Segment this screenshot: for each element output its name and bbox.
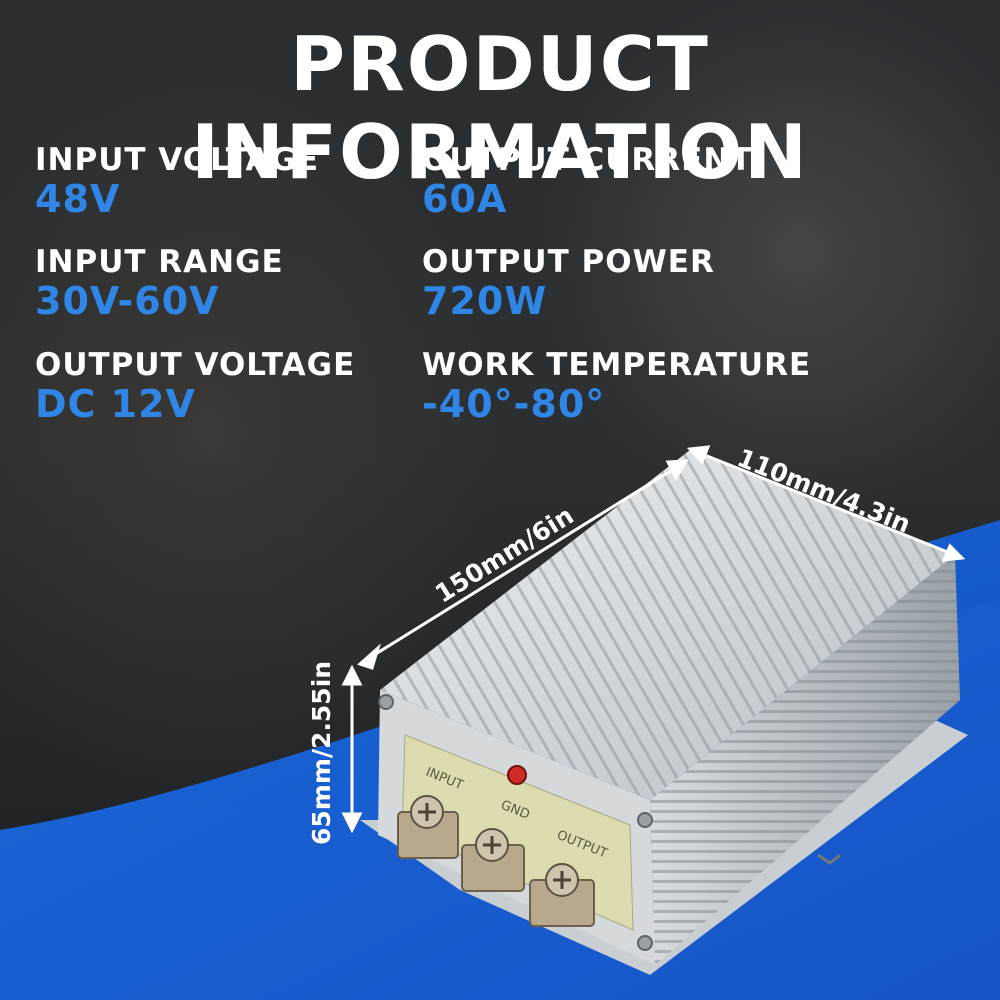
corner-screw bbox=[637, 812, 653, 828]
heatsink-fins bbox=[380, 450, 955, 800]
spec-input-range: INPUT RANGE 30V-60V bbox=[35, 244, 284, 322]
terminal-output bbox=[529, 863, 595, 927]
terminal-gnd bbox=[461, 828, 525, 892]
spec-input-voltage: INPUT VOLTAGE 48V bbox=[35, 142, 319, 220]
page-title: PRODUCT INFORMATION bbox=[191, 20, 809, 196]
terminal-input bbox=[397, 795, 459, 859]
dimension-label-height: 65mm/2.55in bbox=[307, 660, 336, 845]
spec-value: 30V-60V bbox=[35, 279, 220, 323]
mounting-flange bbox=[360, 720, 968, 975]
spec-output-voltage: OUTPUT VOLTAGE DC 12V bbox=[35, 347, 355, 425]
spec-value: -40°-80° bbox=[422, 382, 606, 426]
corner-screw bbox=[637, 935, 653, 951]
power-led bbox=[507, 765, 527, 785]
spec-label: OUTPUT VOLTAGE bbox=[35, 347, 356, 383]
spec-label: WORK TEMPERATURE bbox=[422, 347, 812, 383]
heatsink-side-fins bbox=[650, 555, 960, 965]
dimension-arrow-length bbox=[357, 459, 689, 670]
spec-label: INPUT RANGE bbox=[35, 244, 284, 280]
spec-output-power: OUTPUT POWER 720W bbox=[422, 244, 715, 322]
spec-label: INPUT VOLTAGE bbox=[35, 142, 320, 178]
spec-work-temperature: WORK TEMPERATURE -40°-80° bbox=[422, 347, 811, 425]
spec-label: OUTPUT POWER bbox=[422, 244, 715, 280]
corner-screw bbox=[378, 694, 394, 710]
spec-value: 48V bbox=[35, 177, 121, 221]
dimension-arrow-height bbox=[341, 664, 363, 834]
spec-value: 720W bbox=[422, 279, 548, 323]
flange-slot bbox=[817, 853, 841, 865]
dimension-arrow-width bbox=[686, 445, 966, 562]
spec-value: 60A bbox=[422, 177, 508, 221]
spec-label: OUTPUT CURRENT bbox=[422, 142, 753, 178]
spec-value: DC 12V bbox=[35, 382, 196, 426]
spec-output-current: OUTPUT CURRENT 60A bbox=[422, 142, 752, 220]
